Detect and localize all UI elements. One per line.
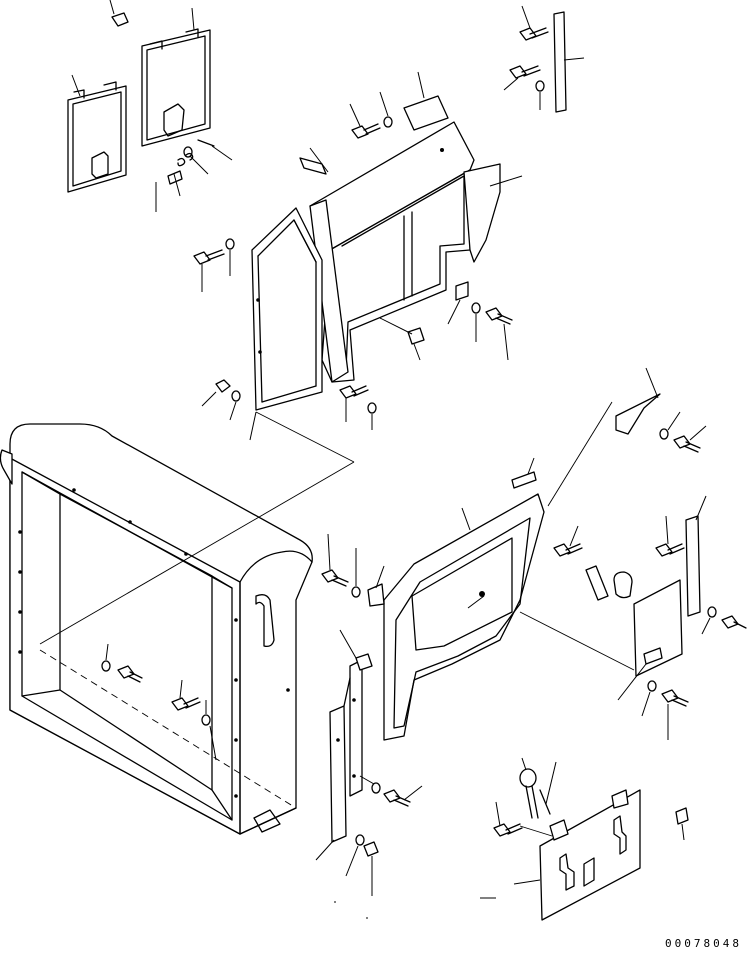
drawing-number: 00078048 bbox=[665, 937, 742, 950]
shroud-upper bbox=[299, 71, 523, 383]
shroud-side-panel bbox=[249, 207, 323, 441]
right-upper-plate bbox=[547, 367, 707, 507]
shroud-clips bbox=[379, 281, 469, 361]
guard-frame-bolt-right bbox=[171, 679, 217, 761]
right-lower-bolt bbox=[641, 680, 689, 740]
side-panel-bolt-upper bbox=[193, 238, 235, 292]
post-bracket bbox=[315, 629, 373, 861]
post-bracket-hardware bbox=[345, 775, 423, 896]
lock-plate bbox=[480, 789, 641, 921]
upper-right-bracket bbox=[553, 11, 585, 113]
inspection-cover-right bbox=[141, 7, 211, 147]
right-lower-plate bbox=[519, 579, 747, 701]
side-hood-panel bbox=[383, 457, 545, 741]
shroud-lower-bolt bbox=[339, 385, 377, 430]
radiator-guard-frame bbox=[0, 423, 313, 835]
shroud-upper-bolt bbox=[349, 91, 393, 139]
small-clip-bottom-right bbox=[675, 807, 689, 841]
upper-right-bolt-2 bbox=[503, 65, 545, 110]
lever-bolt bbox=[493, 801, 523, 837]
lever-assembly bbox=[519, 757, 557, 819]
side-hood-bolt bbox=[321, 533, 385, 607]
latch-spring-parts bbox=[155, 139, 233, 212]
side-panel-nut-lower bbox=[201, 379, 241, 421]
small-bracket-top bbox=[109, 0, 129, 27]
inspection-cover-left bbox=[67, 74, 127, 193]
right-middle-bolts bbox=[553, 515, 685, 601]
upper-right-bolt-1 bbox=[519, 5, 549, 41]
shroud-right-bolt bbox=[471, 302, 513, 361]
guard-frame-bolt-left bbox=[101, 643, 143, 683]
right-vertical-bracket bbox=[685, 495, 707, 617]
